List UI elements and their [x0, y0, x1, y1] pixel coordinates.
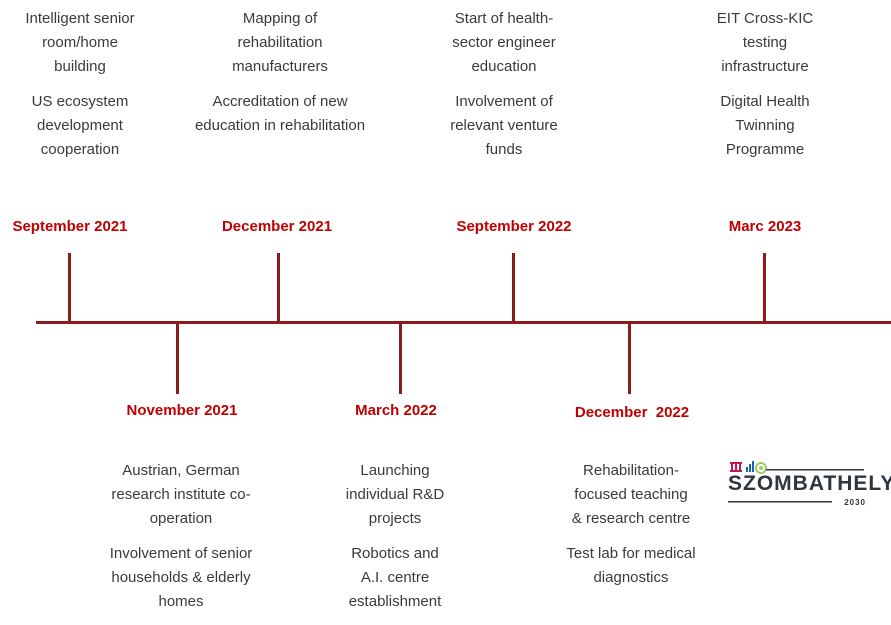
- date-label: March 2022: [355, 402, 437, 419]
- tick-dec-2021: [277, 253, 280, 323]
- milestone-item: Mapping of rehabilitation manufacturers: [232, 10, 328, 75]
- milestone-text: Mapping of rehabilitation manufacturers …: [180, 7, 380, 149]
- milestone-item: Rehabilitation-focused teaching & resear…: [571, 462, 691, 527]
- tick-sep-2022: [512, 253, 515, 323]
- tick-nov-2021: [176, 322, 179, 394]
- milestone-text: Launching individual R&D projects Roboti…: [295, 459, 495, 625]
- milestone-text: Intelligent senior room/home building US…: [0, 7, 180, 173]
- logo-underline: [728, 501, 832, 503]
- logo-icons: [730, 461, 864, 474]
- logo-wordmark: SZOMBATHELY: [728, 472, 891, 495]
- milestone-item: Digital Health Twinning Programme: [720, 93, 810, 158]
- tick-mar-2022: [399, 322, 402, 394]
- szombathely-logo: SZOMBATHELY 2030: [728, 456, 891, 516]
- date-label: Marc 2023: [728, 218, 802, 235]
- milestone-item: EIT Cross-KIC testing infrastructure: [716, 10, 814, 75]
- date-label: November 2021: [126, 402, 238, 419]
- milestone-item: Involvement of relevant venture funds: [450, 93, 558, 158]
- timeline-axis: [36, 321, 891, 324]
- tick-sep-2021: [68, 253, 71, 323]
- milestone-text: EIT Cross-KIC testing infrastructure Dig…: [665, 7, 865, 173]
- date-label: December 2021: [221, 218, 333, 235]
- milestone-item: Austrian, German research institute co-o…: [111, 462, 251, 527]
- milestone-item: Involvement of senior households & elder…: [109, 545, 253, 610]
- logo-year: 2030: [844, 498, 866, 507]
- milestone-item: Test lab for medical diagnostics: [566, 545, 696, 586]
- date-label: September 2021: [12, 218, 128, 235]
- milestone-text: Rehabilitation-focused teaching & resear…: [531, 459, 731, 601]
- date-label: September 2022: [456, 218, 572, 235]
- date-label: December 2022: [574, 404, 690, 421]
- milestone-text: Start of health-sector engineer educatio…: [404, 7, 604, 173]
- tick-mar-2023: [763, 253, 766, 323]
- tick-dec-2022: [628, 322, 631, 394]
- milestone-item: US ecosystem development cooperation: [31, 93, 129, 158]
- milestone-item: Robotics and A.I. centre establishment: [348, 545, 442, 610]
- milestone-item: Start of health-sector engineer educatio…: [452, 10, 556, 75]
- milestone-text: Austrian, German research institute co-o…: [81, 459, 281, 625]
- milestone-item: Accreditation of new education in rehabi…: [194, 93, 366, 134]
- milestone-item: Intelligent senior room/home building: [25, 10, 135, 75]
- milestone-item: Launching individual R&D projects: [345, 462, 445, 527]
